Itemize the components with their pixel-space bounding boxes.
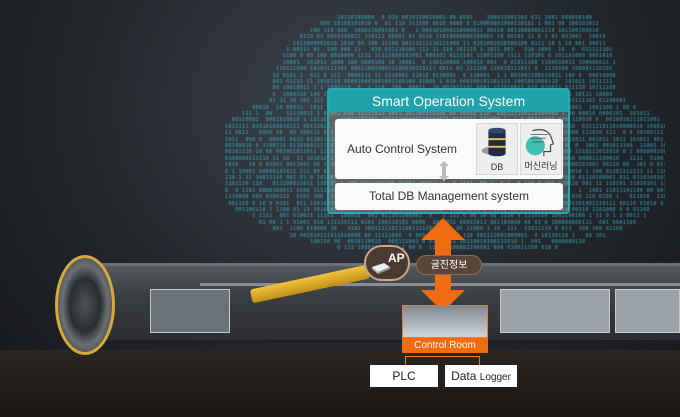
data-label: Data (451, 369, 477, 383)
logger-label: Logger (479, 372, 511, 383)
plc-box: PLC (370, 365, 438, 387)
machine-learning-tile: 머신러닝 (520, 123, 562, 175)
total-db-management-box: Total DB Management system (335, 183, 563, 210)
ap-label: AP (388, 251, 405, 265)
ap-badge: AP (364, 245, 410, 281)
data-logger-box: Data Logger (445, 365, 517, 387)
smart-operation-system-panel: Smart Operation System Auto Control Syst… (327, 88, 570, 214)
db-caption: DB (490, 162, 504, 172)
double-arrow-icon (439, 161, 449, 181)
cutter-head (55, 255, 115, 355)
panel-title: Smart Operation System (329, 90, 568, 112)
auto-control-label: Auto Control System (347, 142, 458, 156)
backup-car (500, 289, 610, 333)
excavation-info-tag: 굴진정보 (416, 255, 482, 275)
control-room-label: Control Room (402, 338, 488, 353)
ground (0, 350, 680, 417)
shield-body (150, 289, 230, 333)
tunnel-boring-machine (0, 255, 680, 355)
database-icon (481, 127, 506, 157)
connector-lines (405, 356, 480, 365)
control-room-interior (402, 305, 488, 338)
ml-caption: 머신러닝 (524, 161, 558, 171)
backup-car (615, 289, 680, 333)
ai-head-icon (525, 129, 555, 157)
db-tile: DB (476, 123, 518, 175)
auto-control-system-box: Auto Control System DB 머신러닝 (335, 119, 563, 179)
router-icon (372, 263, 390, 274)
